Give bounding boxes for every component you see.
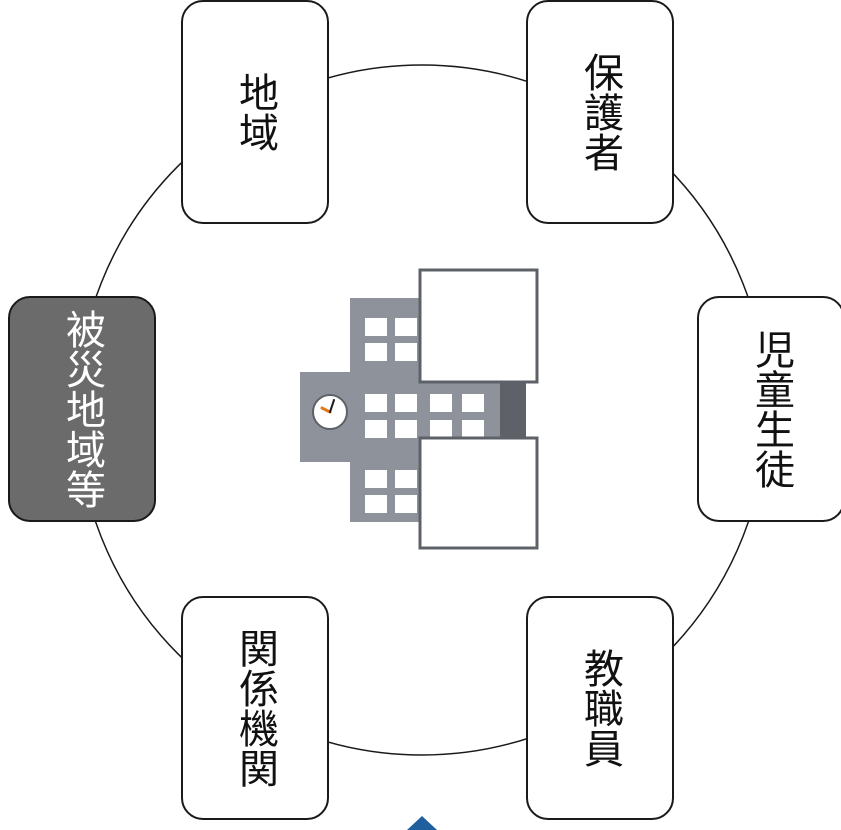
clock-icon [312,394,348,430]
school-building-icon [300,268,539,550]
node-label-students: 児童生徒 [748,329,794,489]
node-students: 児童生徒 [697,296,841,522]
node-label-agencies: 関係機関 [232,628,278,788]
up-arrow-icon [407,816,437,830]
node-affected-area: 被災地域等 [8,296,156,522]
node-label-staff: 教職員 [577,648,623,768]
node-label-affected-area: 被災地域等 [59,309,105,509]
node-region: 地域 [181,0,329,224]
node-guardians: 保護者 [526,0,674,224]
node-label-region: 地域 [232,72,278,152]
node-staff: 教職員 [526,596,674,820]
node-label-guardians: 保護者 [577,52,623,172]
node-agencies: 関係機関 [181,596,329,820]
